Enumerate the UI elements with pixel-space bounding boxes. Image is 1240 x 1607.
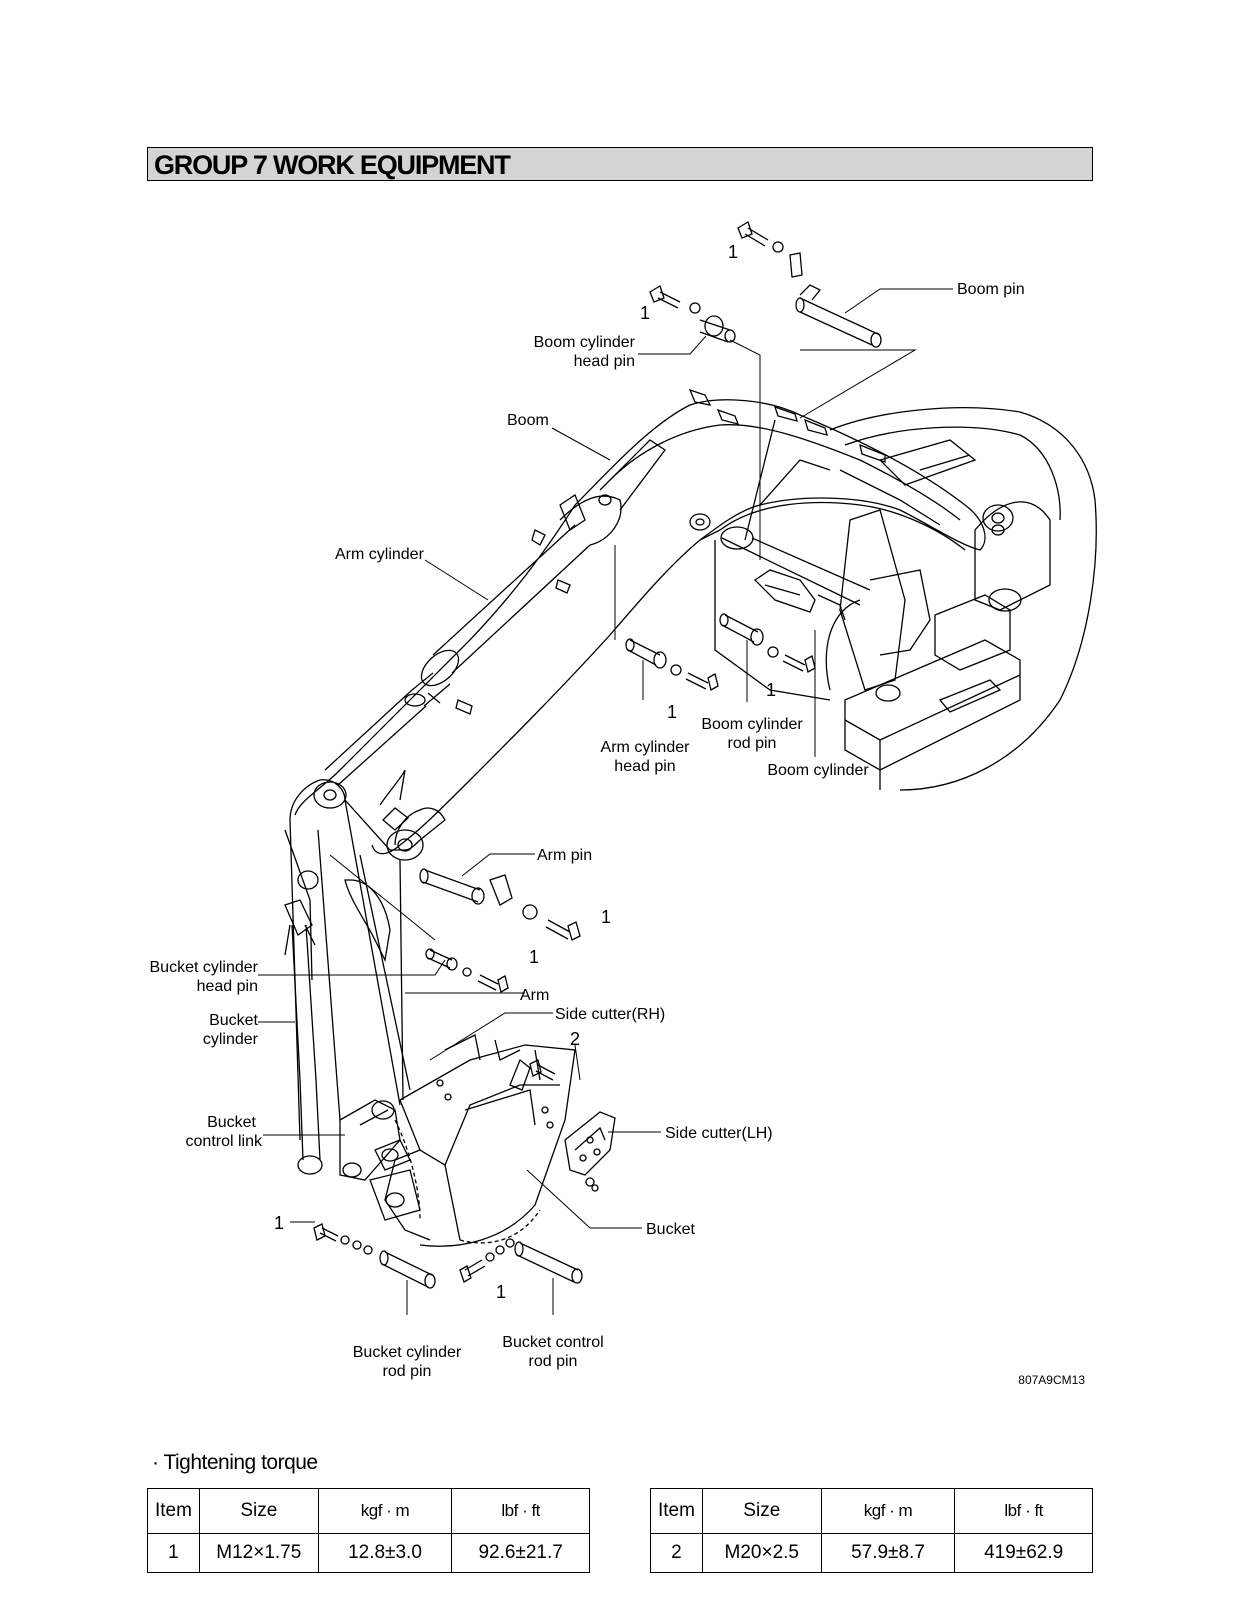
cell-kgf-m: 57.9±8.7	[820, 1533, 956, 1573]
group-header: GROUP 7 WORK EQUIPMENT	[147, 147, 1093, 181]
label-arm-cylinder-head-pin-1: Arm cylinder	[601, 739, 691, 756]
callout-1-arm-pin-bolt: 1	[601, 907, 611, 927]
torque-table-2: Item Size kgf · m lbf · ft 2 M20×2.5 57.…	[650, 1488, 1093, 1573]
header-item: Item	[650, 1488, 703, 1534]
label-bucket-cylinder-rod-pin-1: Bucket cylinder	[353, 1344, 462, 1361]
header-lbf-ft: lbf · ft	[451, 1488, 590, 1534]
callout-1-boom-cyl-rod-bolt: 1	[766, 680, 776, 700]
cell-size: M20×2.5	[701, 1533, 822, 1573]
work-equipment-diagram: Boom pin Boom cylinder head pin Boom Arm…	[150, 221, 1097, 1387]
side-cutter-lh	[564, 1111, 616, 1192]
callout-1-bucket-cyl-rod-bolt: 1	[274, 1213, 284, 1233]
callout-1-boom-cyl-head-bolt: 1	[640, 303, 650, 323]
header-item: Item	[147, 1488, 200, 1534]
boom	[294, 388, 1014, 855]
group-title: GROUP 7 WORK EQUIPMENT	[154, 150, 511, 180]
tightening-torque-title: · Tightening torque	[152, 1451, 318, 1474]
cell-size: M12×1.75	[198, 1533, 319, 1573]
bucket-cylinder	[284, 899, 323, 1175]
label-boom-cylinder: Boom cylinder	[767, 762, 869, 779]
label-boom-cylinder-rod-pin-2: rod pin	[728, 735, 777, 752]
label-boom-cylinder-head-pin-1: Boom cylinder	[534, 334, 636, 351]
label-side-cutter-lh: Side cutter(LH)	[665, 1125, 773, 1142]
leader-lines	[258, 288, 953, 1315]
arm-cylinder	[324, 494, 591, 786]
label-boom-pin: Boom pin	[957, 281, 1025, 298]
callout-1-arm-cyl-head-bolt: 1	[667, 702, 677, 722]
label-bucket-control-rod-pin-2: rod pin	[529, 1353, 578, 1370]
label-arm-cylinder-head-pin-2: head pin	[614, 758, 675, 775]
label-bucket-cylinder-rod-pin-2: rod pin	[383, 1363, 432, 1380]
label-side-cutter-rh: Side cutter(RH)	[555, 1006, 665, 1023]
label-bucket-cylinder-head-pin-1: Bucket cylinder	[150, 959, 259, 976]
boom-cylinder	[720, 526, 871, 621]
callout-1-boom-pin-bolt: 1	[728, 242, 738, 262]
cell-item: 2	[650, 1533, 703, 1573]
arm	[284, 769, 446, 1141]
label-bucket-cylinder-1: Bucket	[209, 1012, 258, 1029]
callout-1-bucket-ctrl-rod-bolt: 1	[496, 1282, 506, 1302]
label-boom-cylinder-head-pin-2: head pin	[574, 353, 635, 370]
upper-structure	[714, 407, 1097, 791]
label-boom-cylinder-rod-pin-1: Boom cylinder	[701, 716, 803, 733]
cell-lbf-ft: 419±62.9	[954, 1533, 1093, 1573]
label-arm-cylinder: Arm cylinder	[335, 546, 425, 563]
callout-2-side-cutter-bolt: 2	[570, 1029, 580, 1049]
cell-item: 1	[147, 1533, 200, 1573]
label-boom: Boom	[507, 412, 549, 429]
label-bucket-control-link-2: control link	[186, 1133, 263, 1150]
drawing-code: 807A9CM13	[1018, 1373, 1085, 1387]
label-bucket-control-rod-pin-1: Bucket control	[502, 1334, 603, 1351]
header-kgf-m: kgf · m	[820, 1488, 956, 1534]
callout-1-bucket-cyl-head-bolt: 1	[529, 947, 539, 967]
torque-table-1: Item Size kgf · m lbf · ft 1 M12×1.75 12…	[147, 1488, 590, 1573]
cell-kgf-m: 12.8±3.0	[317, 1533, 453, 1573]
label-bucket-cylinder-head-pin-2: head pin	[197, 978, 258, 995]
header-size: Size	[198, 1488, 319, 1534]
label-arm-pin: Arm pin	[537, 847, 592, 864]
label-bucket-control-link-1: Bucket	[207, 1114, 256, 1131]
header-size: Size	[701, 1488, 822, 1534]
bucket	[369, 1034, 576, 1247]
label-bucket: Bucket	[646, 1221, 695, 1238]
cell-lbf-ft: 92.6±21.7	[451, 1533, 590, 1573]
header-lbf-ft: lbf · ft	[954, 1488, 1093, 1534]
label-arm: Arm	[520, 987, 549, 1004]
label-bucket-cylinder-2: cylinder	[203, 1031, 259, 1048]
header-kgf-m: kgf · m	[317, 1488, 453, 1534]
pins-and-bolts	[313, 221, 882, 1289]
